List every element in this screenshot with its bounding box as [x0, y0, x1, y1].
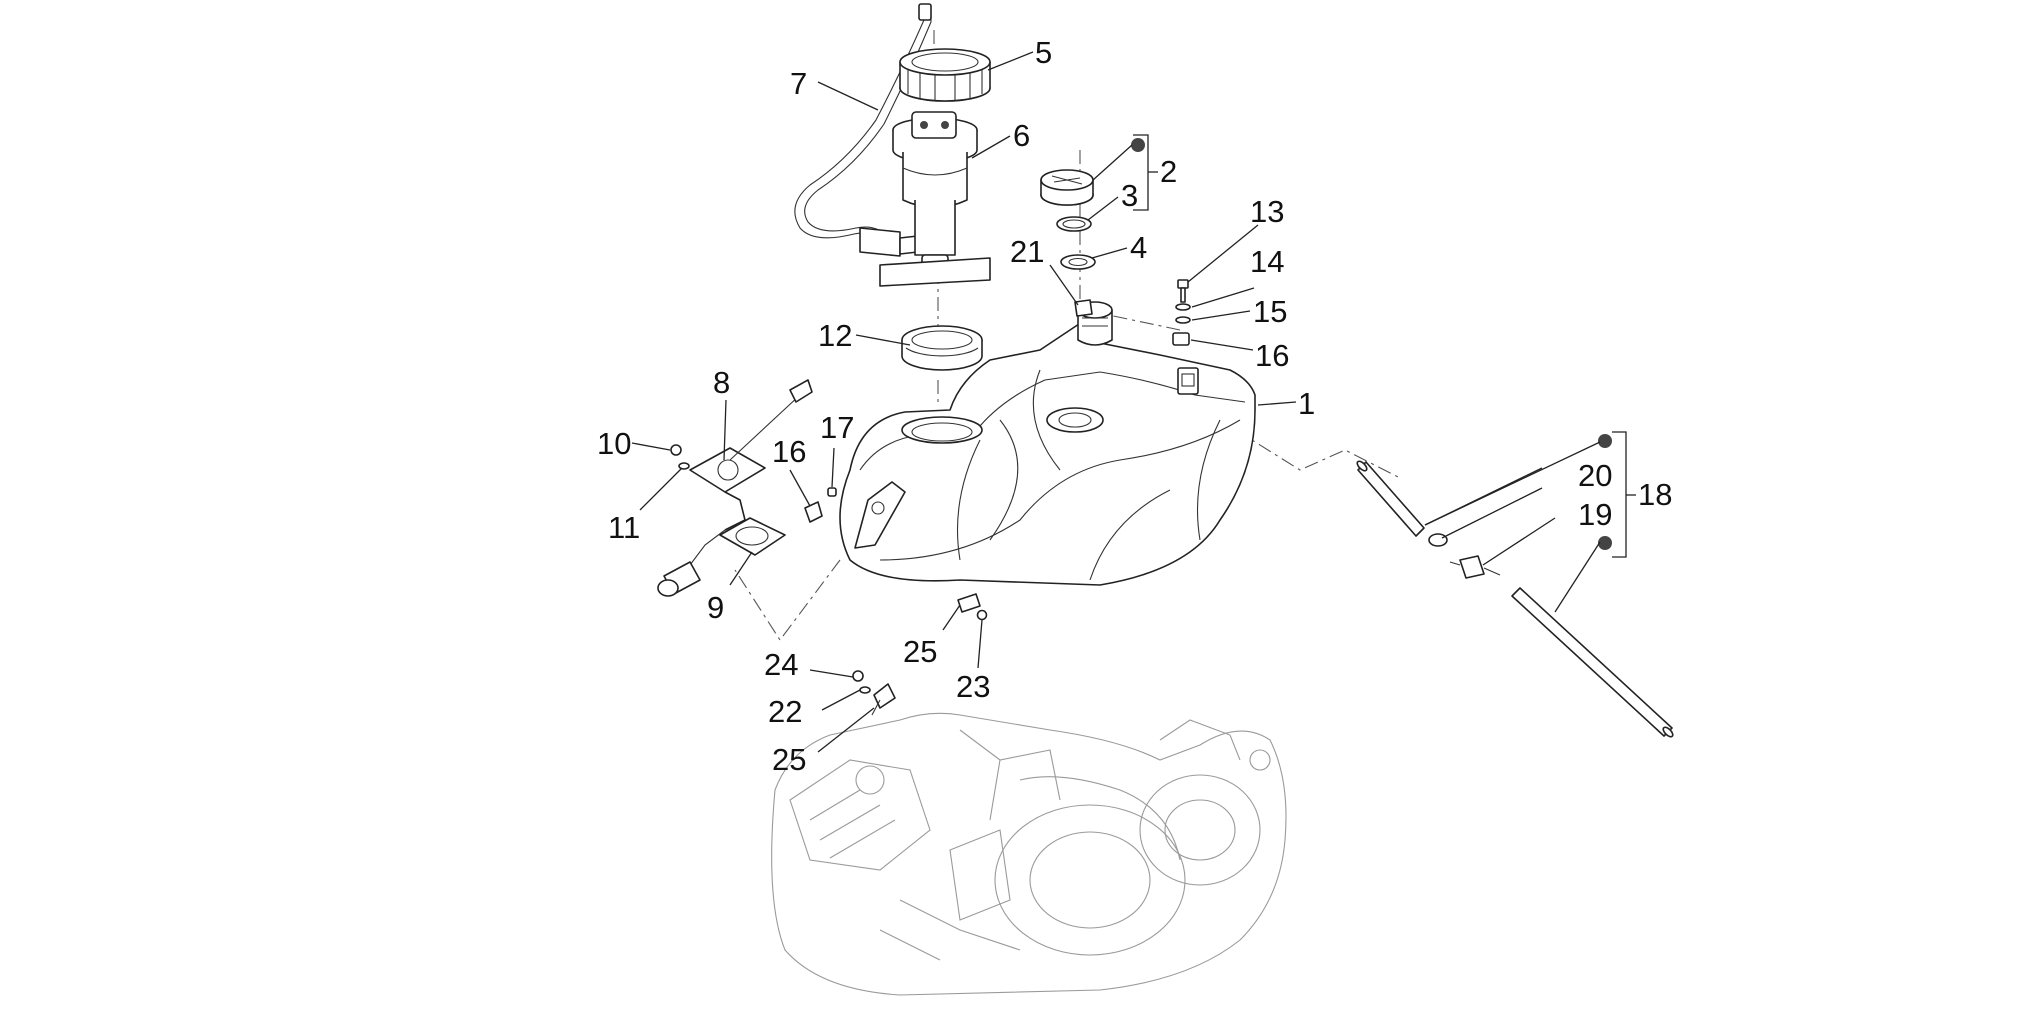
label-10: 10	[597, 426, 631, 461]
fuel-tank	[839, 301, 1256, 586]
label-6: 6	[1013, 118, 1030, 153]
label-18: 18	[1638, 477, 1672, 512]
sender-gasket	[719, 517, 786, 556]
cap-seal	[1056, 216, 1092, 232]
label-16-right: 16	[1255, 338, 1289, 373]
nut-21	[1074, 299, 1093, 317]
label-13: 13	[1250, 194, 1284, 229]
nut-10	[670, 444, 682, 456]
screw-23	[976, 609, 988, 621]
label-11: 11	[608, 510, 640, 545]
label-9: 9	[707, 590, 724, 625]
pump-gasket	[901, 325, 983, 371]
screw-24	[852, 670, 864, 682]
clip-16-right	[1172, 332, 1190, 346]
washer-22	[859, 686, 871, 694]
label-2: 2	[1160, 154, 1177, 189]
fuel-level-sender	[657, 379, 813, 597]
label-5: 5	[1035, 35, 1052, 70]
fitting-25-top	[957, 593, 981, 613]
label-3: 3	[1121, 178, 1138, 213]
label-12: 12	[818, 318, 852, 353]
label-8: 8	[713, 365, 730, 400]
vent-hose-lower	[1511, 587, 1674, 738]
label-22: 22	[768, 694, 802, 729]
engine-assembly	[771, 712, 1287, 996]
bracket-group-2	[1131, 134, 1158, 211]
fuel-pump	[879, 111, 991, 287]
plug-17	[827, 487, 837, 497]
washer-14	[1175, 303, 1191, 311]
leader-lines	[631, 51, 1601, 753]
vent-valve-19	[1449, 555, 1501, 579]
cap-gasket	[1060, 254, 1096, 270]
label-17: 17	[820, 410, 854, 445]
label-19: 19	[1578, 497, 1612, 532]
part-labels: 1 2 3 4 5 6 7 8 9 10 11 12 13 14 15 16 1…	[597, 35, 1672, 777]
label-25-top: 25	[903, 634, 937, 669]
label-24: 24	[764, 647, 798, 682]
washer-11	[678, 462, 690, 470]
label-20: 20	[1578, 458, 1612, 493]
label-15: 15	[1253, 294, 1287, 329]
label-16-left: 16	[772, 434, 806, 469]
filler-cap	[1040, 169, 1094, 206]
screw-13	[1177, 279, 1189, 303]
hose-clamp-20	[1428, 533, 1448, 547]
fitting-25-bottom	[871, 683, 896, 716]
pump-lock-ring	[899, 48, 991, 102]
label-1: 1	[1298, 386, 1315, 421]
clip-16-left	[804, 501, 823, 523]
washer-15	[1175, 316, 1191, 324]
label-4: 4	[1130, 230, 1147, 265]
label-23: 23	[956, 669, 990, 704]
label-7: 7	[790, 66, 807, 101]
vent-hose-upper	[1356, 460, 1425, 537]
label-21: 21	[1010, 234, 1044, 269]
label-25-bottom: 25	[772, 742, 806, 777]
label-14: 14	[1250, 244, 1284, 279]
bracket-group-18	[1598, 431, 1636, 558]
